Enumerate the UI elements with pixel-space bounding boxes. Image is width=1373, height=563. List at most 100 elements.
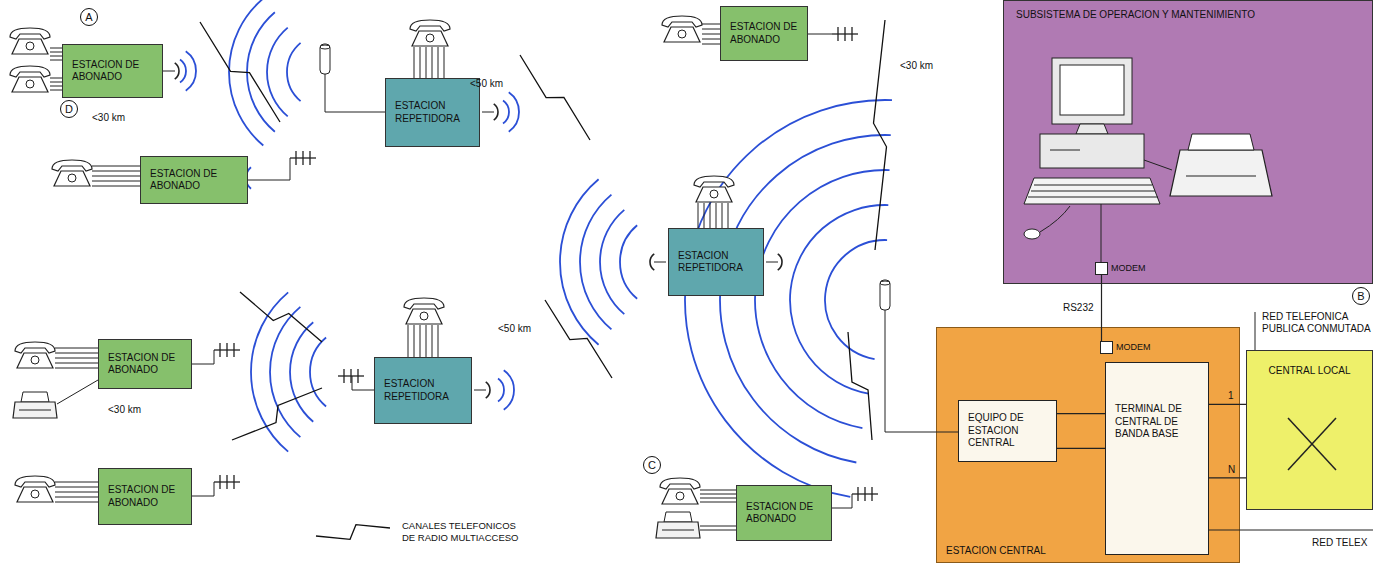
radio-wave	[180, 60, 186, 83]
node-text: MODEM	[1116, 342, 1151, 353]
wire	[50, 82, 62, 83]
switch-symbol	[1288, 418, 1336, 470]
repeater-station: ESTACION REPETIDORA	[668, 228, 764, 296]
node-text: ESTACION DE ABONADO	[72, 59, 153, 84]
radio-link-zigzag	[545, 300, 612, 378]
wire	[702, 24, 720, 25]
antenna-feed	[474, 390, 486, 391]
telephone-icon	[15, 342, 55, 368]
yagi-element	[844, 27, 845, 41]
wire	[700, 494, 736, 495]
modem: MODEM	[1095, 262, 1146, 275]
yagi-element	[233, 343, 234, 357]
yagi-element	[357, 369, 358, 383]
wire	[50, 52, 62, 53]
wire	[50, 78, 62, 79]
node-text: ESTACION DE ABONADO	[730, 21, 798, 46]
antenna-feed	[192, 364, 214, 365]
dish-antenna	[494, 104, 498, 120]
radio-wave	[498, 379, 504, 402]
telephone-icon	[410, 20, 450, 46]
node-text: ESTACION DE ABONADO	[108, 484, 182, 509]
modem: MODEM	[1100, 341, 1151, 354]
telephone-base	[696, 187, 732, 202]
monitor	[1052, 58, 1132, 124]
telephone-icon	[404, 298, 444, 324]
wire	[55, 348, 98, 349]
yagi-element	[233, 475, 234, 489]
wire	[55, 482, 98, 483]
radio-link-zigzag	[200, 22, 280, 122]
antenna-feed	[352, 390, 374, 391]
printer-slot	[19, 410, 51, 411]
note-label: RED TELEFONICA PUBLICA CONMUTADA	[1262, 311, 1373, 335]
mouse	[1024, 229, 1040, 239]
telephone-handset	[694, 176, 734, 187]
wire	[50, 56, 62, 57]
modem-box	[1095, 262, 1108, 275]
note-label: <30 km	[900, 60, 933, 72]
wire	[700, 530, 736, 531]
callout-letter: B	[1352, 287, 1370, 305]
cylinder-antenna	[320, 44, 330, 74]
radio-wave	[247, 12, 275, 132]
antenna-feed	[832, 508, 852, 509]
callout-letter: D	[60, 100, 78, 118]
radio-wave	[503, 101, 509, 124]
yagi-element	[343, 369, 344, 383]
telephone-handset	[10, 66, 50, 77]
telephone-handset	[52, 160, 92, 171]
wire	[92, 176, 140, 177]
subscriber-station: ESTACION DE ABONADO	[62, 44, 163, 98]
node-text: MODEM	[1111, 263, 1146, 274]
antenna-feed	[214, 350, 215, 364]
wire	[92, 171, 140, 172]
radio-link-zigzag	[520, 55, 590, 140]
note-label: <50 km	[470, 78, 503, 90]
yagi-element	[295, 151, 296, 165]
printer-paper	[1188, 134, 1254, 150]
telephone-icon	[10, 66, 50, 92]
yagi-element	[226, 343, 227, 357]
monitor-screen	[1060, 65, 1124, 115]
telephone-dial	[31, 490, 39, 498]
switch-symbol	[1288, 418, 1336, 470]
feed-cable	[885, 432, 936, 433]
wire	[414, 325, 415, 357]
printer-cable	[1144, 160, 1172, 170]
telephone-base	[406, 309, 442, 324]
wire	[702, 29, 720, 30]
dish-antenna	[778, 254, 782, 270]
keyboard	[1024, 178, 1160, 204]
antenna-feed	[163, 71, 175, 72]
yagi-element	[219, 343, 220, 357]
connector-label: RS232	[1063, 302, 1094, 313]
connector-line	[1209, 404, 1246, 405]
telephone-dial	[68, 174, 76, 182]
node-text: ESTACION DE ABONADO	[746, 501, 822, 526]
wire	[55, 487, 98, 488]
operation-subsystem: SUBSISTEMA DE OPERACION Y MANTENIMIENTOM…	[1003, 0, 1373, 284]
wire	[55, 497, 98, 498]
wire	[728, 203, 729, 228]
antenna-feed	[325, 74, 326, 112]
wire	[444, 47, 445, 78]
wire	[426, 325, 427, 357]
wire	[700, 490, 736, 491]
wire	[420, 47, 421, 78]
yagi-element	[837, 27, 838, 41]
dish-antenna	[650, 254, 654, 270]
telephone-base	[12, 77, 48, 92]
subscriber-station: ESTACION DE ABONADO	[98, 468, 192, 525]
wire	[92, 181, 140, 182]
antenna-feed	[214, 482, 215, 496]
telephone-dial	[420, 312, 428, 320]
subscriber-station: ESTACION DE ABONADO	[98, 339, 192, 389]
radio-wave	[685, 100, 892, 497]
printer-icon	[13, 392, 57, 418]
wire	[702, 34, 720, 35]
radio-wave	[790, 205, 888, 394]
antenna-feed	[808, 34, 832, 35]
subscriber-station: ESTACION DE ABONADO	[736, 485, 832, 541]
yagi-element	[857, 487, 858, 501]
